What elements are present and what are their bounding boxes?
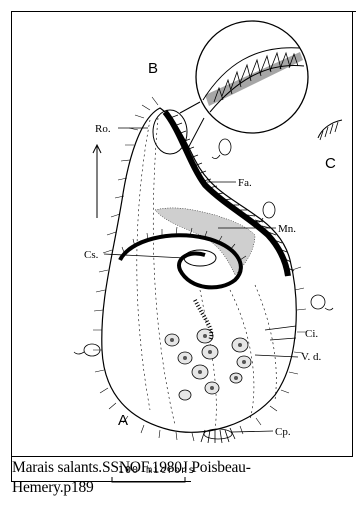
label-vd: V. d.: [301, 351, 322, 363]
scale-bar: [111, 477, 186, 483]
ciliate-body: [93, 97, 306, 443]
label-fa: Fa.: [238, 177, 252, 189]
label-a: A: [118, 412, 128, 429]
inset-circle-b: [196, 21, 308, 133]
inset-connector-top: [180, 102, 200, 113]
label-ci: Ci.: [305, 328, 318, 340]
scale-bar-label: 100 microns: [118, 465, 195, 476]
inset-c-fragment: [318, 120, 342, 140]
label-ro: Ro.: [95, 123, 111, 135]
direction-arrow: [93, 145, 101, 218]
label-c: C: [325, 155, 336, 172]
label-b: B: [148, 60, 158, 77]
label-cs: Cs.: [84, 249, 99, 261]
label-mn: Mn.: [278, 223, 296, 235]
label-cp: Cp.: [275, 426, 291, 438]
